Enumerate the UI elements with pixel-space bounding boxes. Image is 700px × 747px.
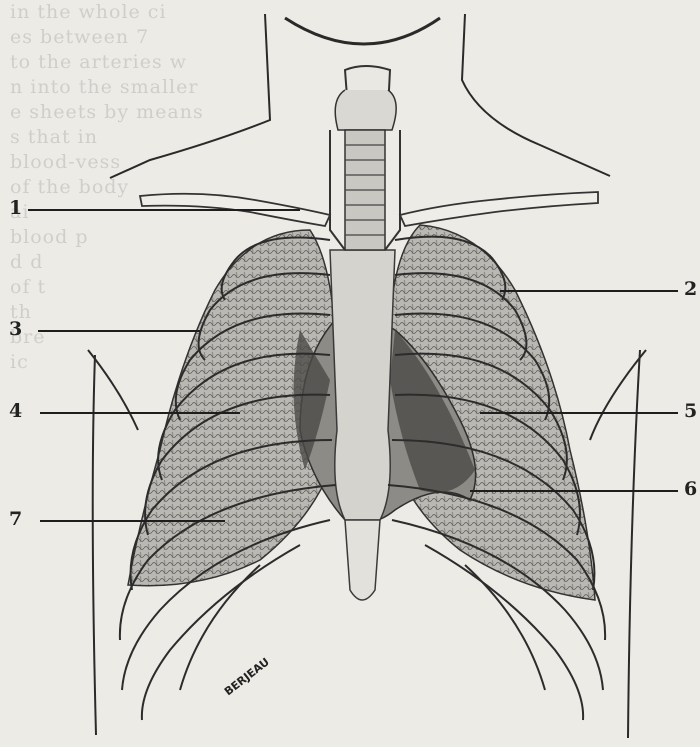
label-1: 1: [9, 197, 22, 219]
label-3: 3: [9, 318, 22, 340]
label-7: 7: [9, 508, 22, 530]
trachea: [330, 66, 400, 250]
sternum: [330, 250, 395, 600]
label-4: 4: [9, 400, 22, 422]
label-5: 5: [684, 400, 697, 422]
label-2: 2: [684, 278, 697, 300]
label-6: 6: [684, 478, 697, 500]
